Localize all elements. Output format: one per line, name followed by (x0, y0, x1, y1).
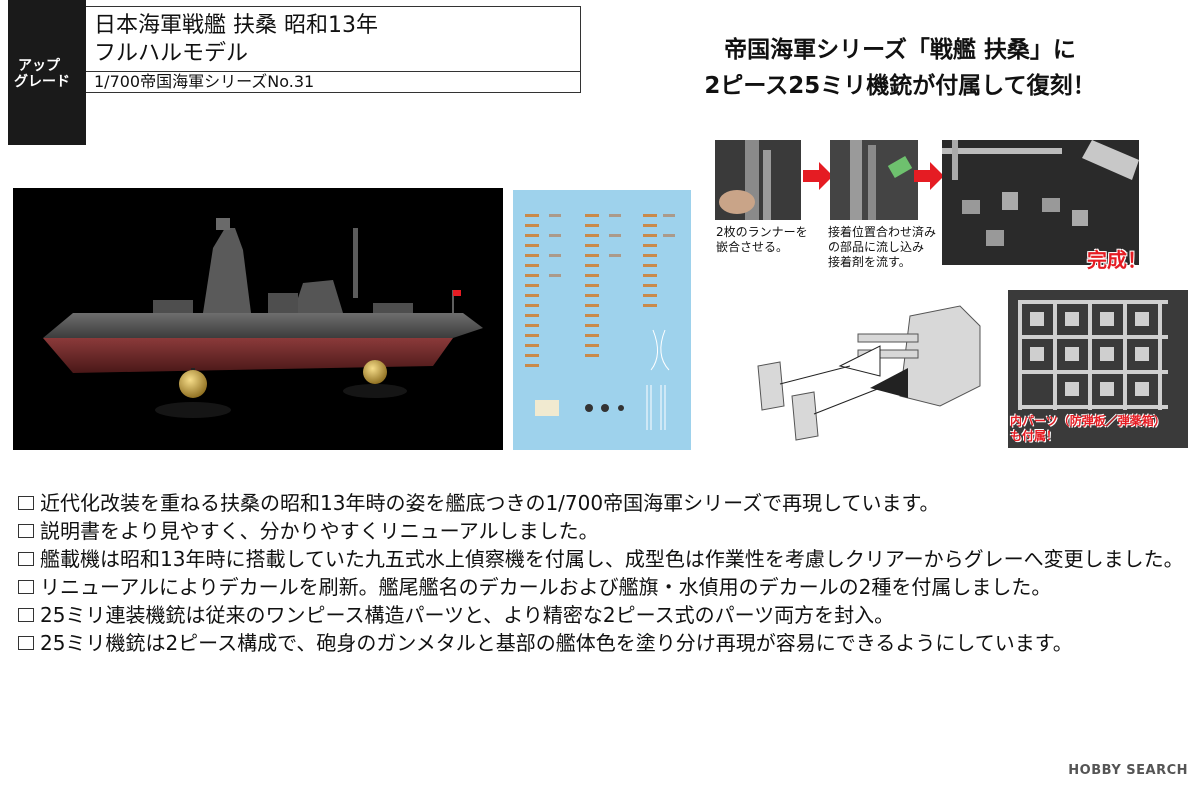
twin-gun-illustration (757, 305, 981, 441)
list-item: 25ミリ連装機銃は従来のワンピース構造パーツと、より精密な2ピース式のパーツ両方… (18, 602, 1193, 629)
checkbox-icon (18, 636, 34, 650)
watermark-logo: HOBBY SEARCH (1068, 763, 1188, 778)
checkbox-icon (18, 608, 34, 622)
ship-model-photo (13, 188, 503, 450)
product-subtitle: フルハルモデル (94, 41, 249, 66)
product-title: 日本海軍戦艦 扶桑 昭和13年 (94, 13, 378, 38)
parts-photo (1008, 290, 1188, 448)
product-title-box: 日本海軍戦艦 扶桑 昭和13年 フルハルモデル 1/700帝国海軍シリーズNo.… (86, 6, 581, 93)
list-item: 25ミリ機銃は2ピース構成で、砲身のガンメタルと基部の艦体色を塗り分け再現が容易… (18, 630, 1193, 657)
upgrade-badge: アップ グレード (8, 0, 86, 145)
complete-label: 完成！ (1087, 248, 1147, 272)
checkbox-icon (18, 552, 34, 566)
headline-line1: 帝国海軍シリーズ「戦艦 扶桑」に (724, 37, 1076, 63)
badge-line2: グレード (14, 74, 70, 90)
step1-caption-line1: 2枚のランナーを (716, 225, 808, 239)
product-series: 1/700帝国海軍シリーズNo.31 (94, 72, 315, 91)
sprue-glue-illustration (850, 140, 913, 220)
assembled-guns-illustration (942, 140, 1139, 246)
headline-line2: 2ピース25ミリ機銃が付属して復刻！ (704, 73, 1096, 99)
decal-sheet-illustration (525, 214, 675, 430)
list-item: 艦載機は昭和13年時に搭載していた九五式水上偵察機を付属し、成型色は作業性を考慮… (18, 546, 1193, 573)
step1-photo (715, 140, 801, 220)
parts-note-line1: 内パーツ（防弾板／弾薬箱） (1010, 414, 1166, 428)
list-item: リニューアルによりデカールを刷新。艦尾艦名のデカールおよび艦旗・水偵用のデカール… (18, 574, 1193, 601)
step2-photo (830, 140, 918, 220)
feature-list: 近代化改装を重ねる扶桑の昭和13年時の姿を艦底つきの1/700帝国海軍シリーズで… (18, 490, 1193, 658)
battleship-illustration (43, 218, 483, 418)
sprue-grid-illustration (1008, 290, 1188, 448)
parts-note-line2: も付属！ (1010, 429, 1059, 443)
title-divider (86, 71, 580, 72)
arrow-right-icon (914, 162, 944, 190)
checkbox-icon (18, 580, 34, 594)
list-item: 説明書をより見やすく、分かりやすくリニューアルしました。 (18, 518, 1193, 545)
step2-caption-line2: の部品に流し込み (828, 240, 925, 254)
badge-line1: アップ (18, 58, 60, 74)
sprue-illustration (719, 140, 771, 220)
decal-sheet (513, 190, 691, 450)
step1-caption-line2: 嵌合させる。 (716, 240, 789, 254)
gun-assembly-diagram (740, 296, 1002, 450)
parts-note: 内パーツ（防弾板／弾薬箱） も付属！ (1010, 414, 1166, 444)
list-item: 近代化改装を重ねる扶桑の昭和13年時の姿を艦底つきの1/700帝国海軍シリーズで… (18, 490, 1193, 517)
step2-caption-line1: 接着位置合わせ済み (828, 225, 937, 239)
step3-photo (942, 140, 1139, 265)
step2-caption-line3: 接着剤を流す。 (828, 255, 911, 269)
checkbox-icon (18, 496, 34, 510)
arrow-right-icon (803, 162, 833, 190)
checkbox-icon (18, 524, 34, 538)
